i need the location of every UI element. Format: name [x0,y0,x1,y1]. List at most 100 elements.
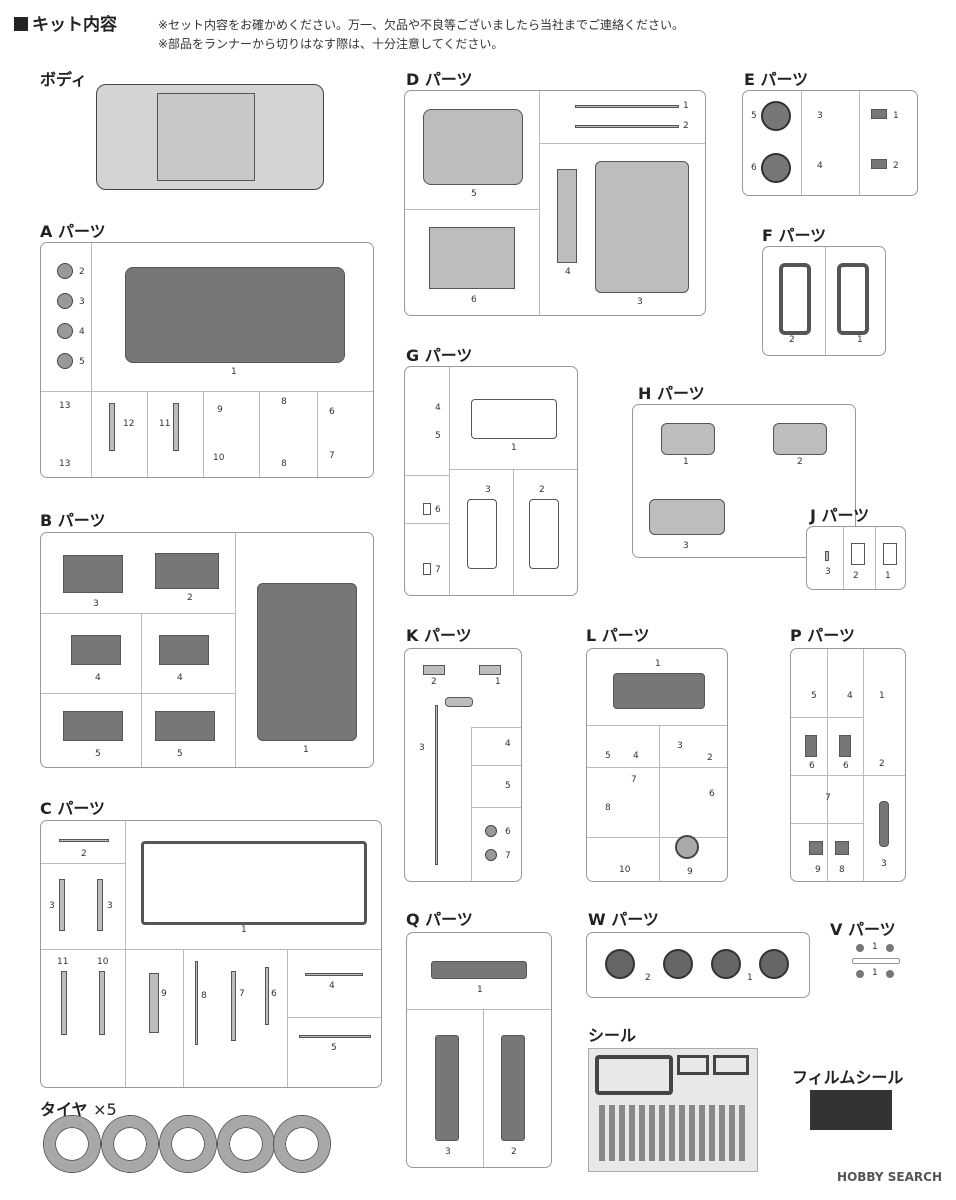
k-part-3-exhaust [435,705,438,865]
c-num-10: 10 [97,957,109,967]
k-part-2 [423,665,445,675]
h-part-1 [661,423,715,455]
b-part-4b [159,635,209,665]
p-num-6b: 6 [843,761,849,771]
d-num-1: 1 [683,101,689,111]
label-j-parts: J パーツ [810,506,870,525]
h-part-2 [773,423,827,455]
label-a-parts: A パーツ [40,222,106,241]
k-num-7: 7 [505,851,511,861]
c-part-1-frame [141,841,367,925]
label-l-parts: L パーツ [586,626,650,645]
e-num-1: 1 [893,111,899,121]
d-num-4: 4 [565,267,571,277]
runner-k: 2 1 3 4 5 6 7 [404,648,522,882]
p-num-2: 2 [879,759,885,769]
l-num-1: 1 [655,659,661,669]
b-num-5a: 5 [95,749,101,759]
film-seal-part [810,1090,892,1130]
tire-2 [102,1116,158,1172]
w-num-2: 2 [645,973,651,983]
g-num-2: 2 [539,485,545,495]
g-num-6: 6 [435,505,441,515]
e-part-2 [871,159,887,169]
square-icon [14,17,28,31]
a-num-11: 11 [159,419,171,429]
a-part-4 [57,323,73,339]
p-num-1: 1 [879,691,885,701]
g-part-1-windshield [471,399,557,439]
tire-count: ×5 [93,1100,117,1119]
b-part-1-interior [257,583,357,741]
q-part-3-bumper [435,1035,459,1141]
w-part-wheel-1 [605,949,635,979]
c-num-8: 8 [201,991,207,1001]
p-num-6a: 6 [809,761,815,771]
runner-f: 2 1 [762,246,886,356]
j-part-1 [883,543,897,565]
c-num-3b: 3 [107,901,113,911]
q-num-2: 2 [511,1147,517,1157]
label-h-parts: H パーツ [638,384,705,403]
k-num-4: 4 [505,739,511,749]
f-num-1: 1 [857,335,863,345]
e-num-4: 4 [817,161,823,171]
v-runner-bar [852,958,900,964]
c-part-7 [231,971,236,1041]
c-num-1: 1 [241,925,247,935]
label-film-seal: フィルムシール [792,1068,904,1087]
d-part-5-hood [423,109,523,185]
label-w-parts: W パーツ [588,910,659,929]
tire-text: タイヤ [40,1100,88,1119]
decal-markings [599,1105,749,1161]
runner-w: 2 1 [586,932,810,998]
b-part-2 [155,553,219,589]
runner-p: 5 4 1 6 6 2 7 3 9 8 [790,648,906,882]
j-part-3 [825,551,829,561]
c-num-4: 4 [329,981,335,991]
b-part-4a [71,635,121,665]
l-num-6: 6 [709,789,715,799]
c-num-9: 9 [161,989,167,999]
q-part-1-grille [431,961,527,979]
c-num-2: 2 [81,849,87,859]
g-num-3: 3 [485,485,491,495]
decal-frame-small-1 [677,1055,709,1075]
g-num-7: 7 [435,565,441,575]
v-num-1a: 1 [872,942,878,952]
j-num-1: 1 [885,571,891,581]
title-text: キット内容 [32,15,117,35]
c-part-11 [61,971,67,1035]
body-roof [157,93,255,181]
p-part-9 [809,841,823,855]
e-part-1 [871,109,887,119]
b-num-4a: 4 [95,673,101,683]
label-g-parts: G パーツ [406,346,473,365]
f-num-2: 2 [789,335,795,345]
label-seal: シール [588,1026,637,1045]
c-part-6 [265,967,269,1025]
runner-a: 2 3 4 5 1 13 13 12 11 9 10 8 8 6 7 [40,242,374,478]
f-part-2 [779,263,811,335]
p-num-9: 9 [815,865,821,875]
l-part-9-steering-wheel [675,835,699,859]
k-part-6 [485,825,497,837]
decal-windshield-frame [595,1055,673,1095]
c-part-10 [99,971,105,1035]
a-part-1-chassis [125,267,345,363]
a-num-3: 3 [79,297,85,307]
h-part-3 [649,499,725,535]
k-part-7 [485,849,497,861]
d-part-6 [429,227,515,289]
b-part-5b [155,711,215,741]
note-check-contents: ※セット内容をお確かめください。万一、欠品や不良等ございましたら当社までご連絡く… [158,18,685,32]
a-num-6: 6 [329,407,335,417]
p-num-4: 4 [847,691,853,701]
runner-v: 1 1 [846,940,906,990]
e-part-6 [761,153,791,183]
c-num-11: 11 [57,957,69,967]
c-part-3a [59,879,65,931]
k-part-muffler [445,697,473,707]
label-d-parts: D パーツ [406,70,473,89]
e-num-3: 3 [817,111,823,121]
